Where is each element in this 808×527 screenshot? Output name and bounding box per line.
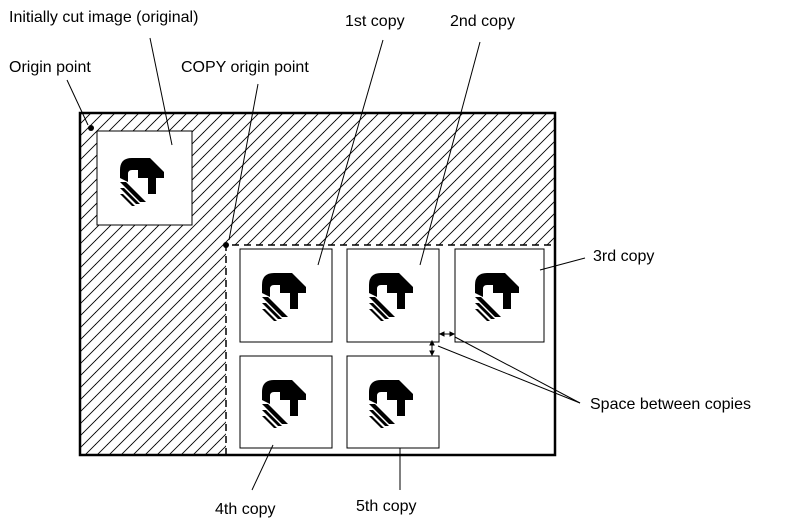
label-2nd-copy: 2nd copy — [450, 13, 515, 30]
horizontal-space-arrow — [438, 331, 456, 337]
label-1st-copy: 1st copy — [345, 13, 405, 30]
copy-5-box — [346, 355, 440, 449]
label-4th-copy: 4th copy — [215, 501, 276, 518]
copy-3-box — [454, 248, 545, 343]
label-3rd-copy: 3rd copy — [593, 248, 655, 265]
copy-2-box — [346, 248, 440, 343]
copy-1-box — [239, 248, 333, 343]
vertical-space-arrow — [429, 339, 435, 357]
copy-origin-point-dot — [223, 242, 229, 248]
leader-lines — [66, 37, 586, 491]
origin-point-dot — [88, 125, 94, 131]
label-origin-point: Origin point — [9, 59, 91, 76]
label-copy-origin-point: COPY origin point — [181, 59, 309, 76]
copy-4-box — [239, 355, 333, 449]
label-space-between-copies: Space between copies — [590, 396, 751, 413]
label-5th-copy: 5th copy — [356, 498, 417, 515]
label-initially-cut-image: Initially cut image (original) — [9, 9, 199, 26]
